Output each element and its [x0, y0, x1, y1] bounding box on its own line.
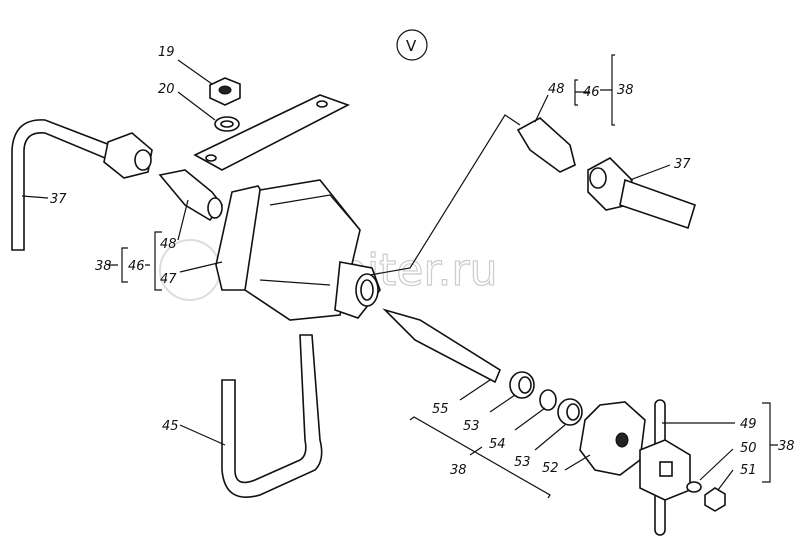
needle-55	[382, 308, 501, 384]
label-37-left: 37	[50, 192, 67, 207]
label-46-right: 46	[583, 85, 600, 100]
label-50: 50	[740, 441, 757, 456]
label-38-bottom: 38	[450, 463, 467, 478]
leader-lines	[21, 54, 778, 499]
label-38-handle: 38	[778, 439, 795, 454]
label-19: 19	[158, 45, 175, 60]
svg-text:V: V	[406, 37, 417, 55]
label-52: 52	[542, 461, 559, 476]
label-47: 47	[160, 272, 177, 287]
label-48-right: 48	[548, 82, 565, 97]
label-46-left: 46	[128, 259, 145, 274]
handle-49	[639, 399, 691, 536]
label-38-right: 38	[617, 83, 634, 98]
view-marker: V	[396, 29, 428, 61]
cap-nut-52	[579, 401, 646, 476]
label-54: 54	[489, 437, 506, 452]
label-48-left: 48	[160, 237, 177, 252]
label-55: 55	[432, 402, 449, 417]
label-51: 51	[740, 463, 757, 478]
label-37-right: 37	[674, 157, 691, 172]
label-53a: 53	[463, 419, 480, 434]
label-38-left: 38	[95, 259, 112, 274]
leader-line	[369, 114, 521, 276]
label-49: 49	[740, 417, 757, 432]
pipe-left	[11, 119, 112, 251]
bracket-plate	[193, 94, 351, 171]
label-45: 45	[162, 419, 179, 434]
pipe-right	[619, 178, 696, 230]
label-20: 20	[158, 82, 175, 97]
nut-51	[704, 487, 726, 512]
u-bolt-45	[221, 334, 323, 498]
washer-54	[539, 389, 557, 411]
main-body	[215, 179, 381, 321]
label-53b: 53	[514, 455, 531, 470]
washer-50	[686, 481, 702, 493]
fitting-right	[516, 117, 576, 173]
